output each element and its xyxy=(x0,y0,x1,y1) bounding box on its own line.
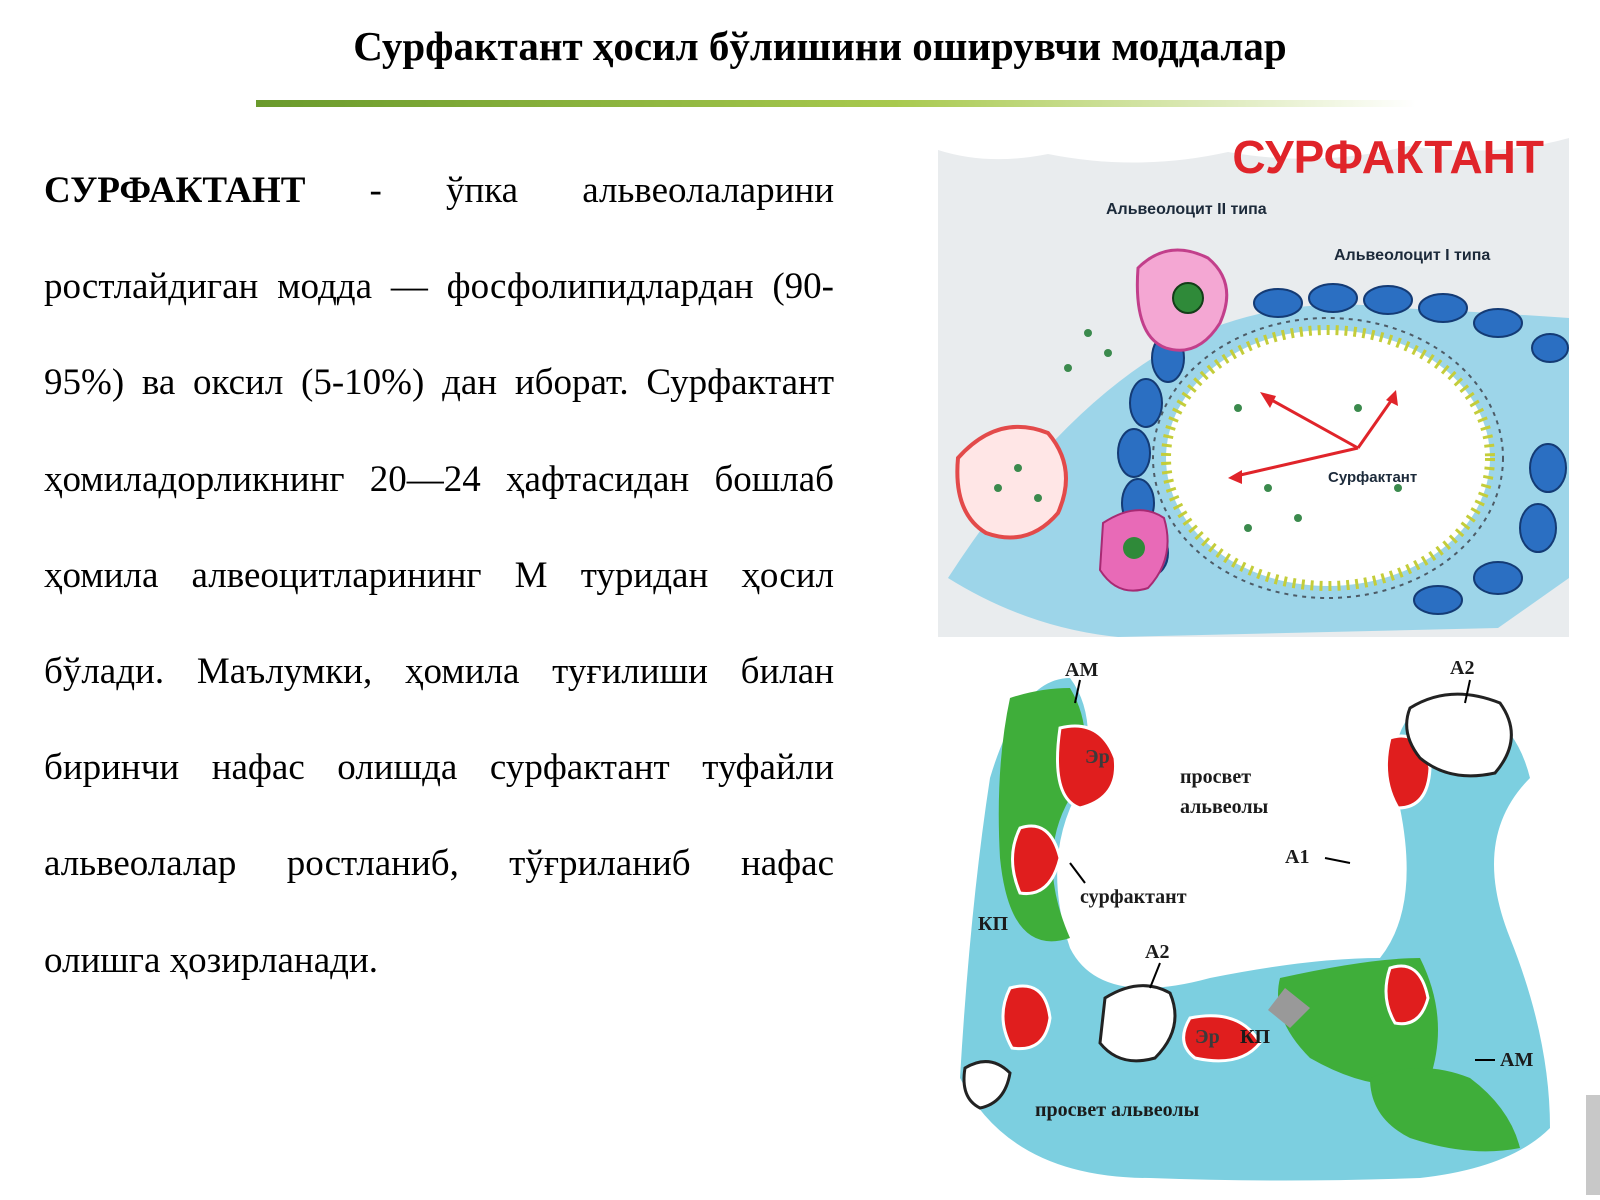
label-surfactant-top: Сурфактант xyxy=(1328,469,1417,486)
label-alveolocyte-type1: Альвеолоцит I типа xyxy=(1334,247,1490,264)
label-er-1: Эр xyxy=(1085,746,1110,768)
label-a2-mid: А2 xyxy=(1145,941,1169,963)
title-underline xyxy=(256,100,1416,107)
label-surfactant-bottom: сурфактант xyxy=(1080,886,1187,908)
label-am-top: АМ xyxy=(1065,659,1098,681)
label-lumen-bottom: просвет альвеолы xyxy=(1035,1099,1200,1121)
term-surfactant: СУРФАКТАНТ xyxy=(44,170,306,211)
slide-title: Сурфактант ҳосил бўлишини оширувчи модда… xyxy=(353,23,1287,69)
label-a1: А1 xyxy=(1285,846,1309,868)
label-lumen-line1: просвет xyxy=(1180,766,1251,788)
surfactant-alveolus-illustration: СУРФАКТАНТ Альвеолоцит II типа Альвеолоц… xyxy=(938,108,1569,637)
label-er-2: Эр xyxy=(1195,1026,1220,1048)
label-am-right: АМ xyxy=(1500,1049,1533,1071)
label-alveolocyte-type2: Альвеолоцит II типа xyxy=(1106,201,1267,218)
label-lumen-line2: альвеолы xyxy=(1180,796,1269,818)
label-kp-bottom: КП xyxy=(1240,1026,1271,1048)
scroll-handle[interactable] xyxy=(1586,1095,1600,1195)
definition-paragraph: СУРФАКТАНТ - ўпка альвеолаларини ростлай… xyxy=(44,143,834,1009)
label-kp-left: КП xyxy=(978,913,1009,935)
label-a2-top: А2 xyxy=(1450,658,1474,679)
figure-heading: СУРФАКТАНТ xyxy=(1232,131,1544,183)
definition-text: - ўпка альвеолаларини ростлайдиган модда… xyxy=(44,170,834,981)
alveolus-schematic-diagram: АМ А2 Эр просвет альвеолы А1 сурфактант … xyxy=(950,658,1570,1193)
